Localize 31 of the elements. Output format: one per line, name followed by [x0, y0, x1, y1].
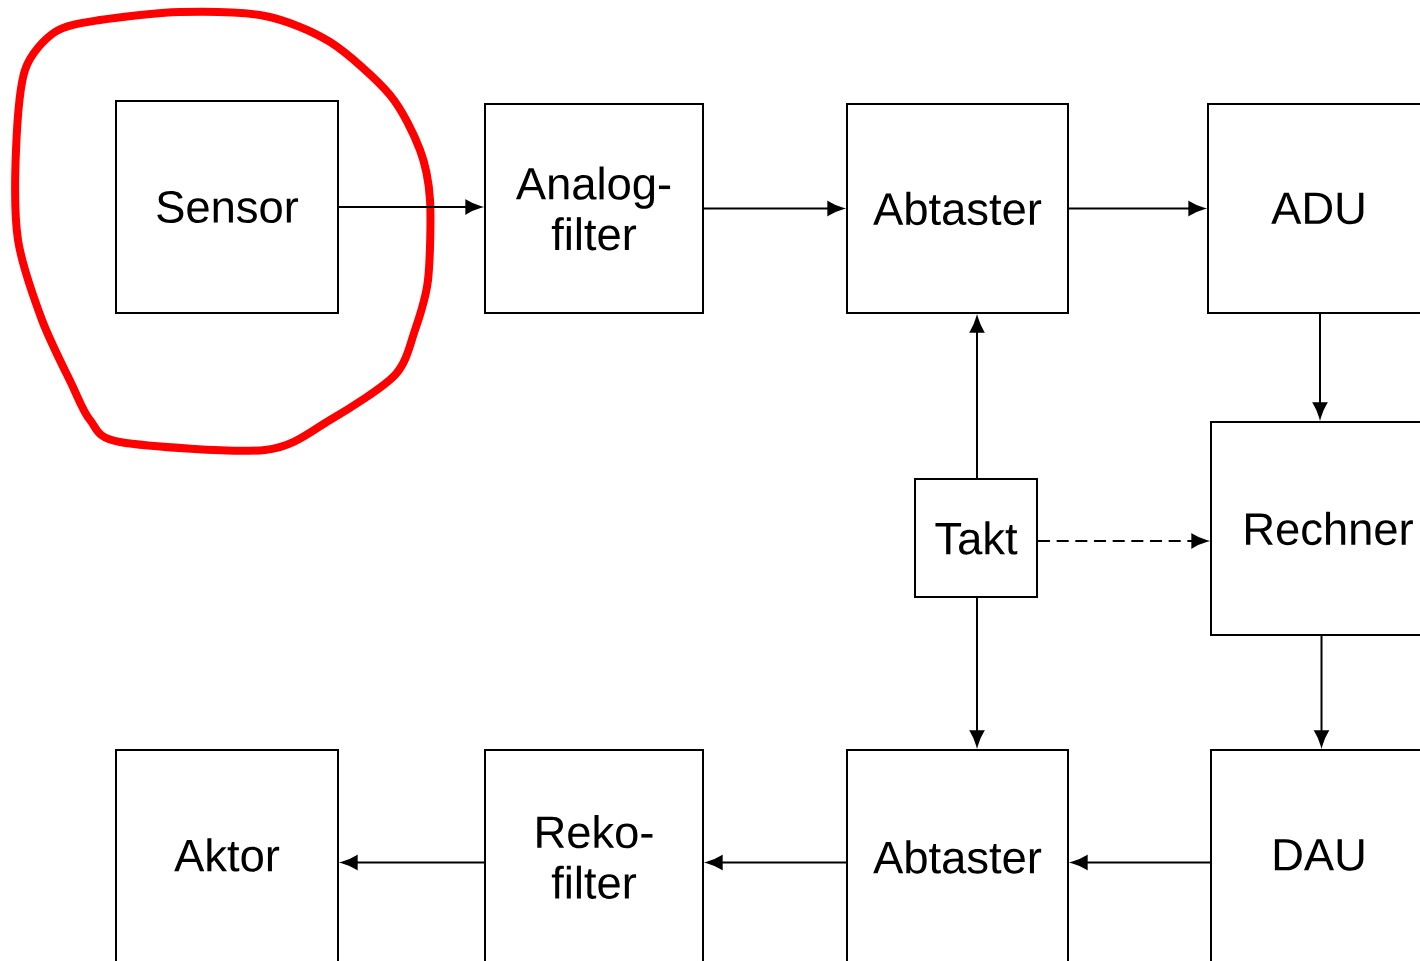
arrow	[703, 201, 844, 216]
box-label: Sensor	[157, 190, 299, 224]
arrow	[1314, 635, 1329, 747]
process-box	[115, 100, 339, 314]
box-label: Aktor	[174, 838, 280, 872]
box-label: Analog- filter	[515, 166, 671, 251]
arrow	[1071, 855, 1211, 870]
arrow	[1068, 201, 1205, 216]
process-box	[1210, 749, 1420, 961]
process-box	[914, 478, 1038, 598]
arrow	[1312, 313, 1328, 419]
process-box	[1210, 421, 1420, 636]
process-box	[115, 749, 339, 961]
process-box	[484, 103, 704, 314]
arrow	[341, 855, 485, 870]
arrow	[1037, 533, 1208, 549]
box-label: Abtaster	[873, 840, 1042, 874]
box-label: Takt	[935, 521, 1018, 555]
process-box	[1207, 103, 1420, 314]
arrow	[706, 855, 847, 870]
box-label: DAU	[1274, 839, 1364, 871]
process-box	[846, 749, 1069, 961]
box-label: Abtaster	[873, 191, 1042, 226]
box-label: Rechner	[1246, 511, 1413, 546]
arrow	[969, 597, 985, 747]
process-box	[846, 103, 1069, 314]
arrow	[969, 316, 985, 479]
box-label: Reko- filter	[537, 815, 653, 899]
box-label: ADU	[1271, 192, 1364, 225]
arrow	[338, 199, 482, 215]
process-box	[484, 749, 704, 961]
